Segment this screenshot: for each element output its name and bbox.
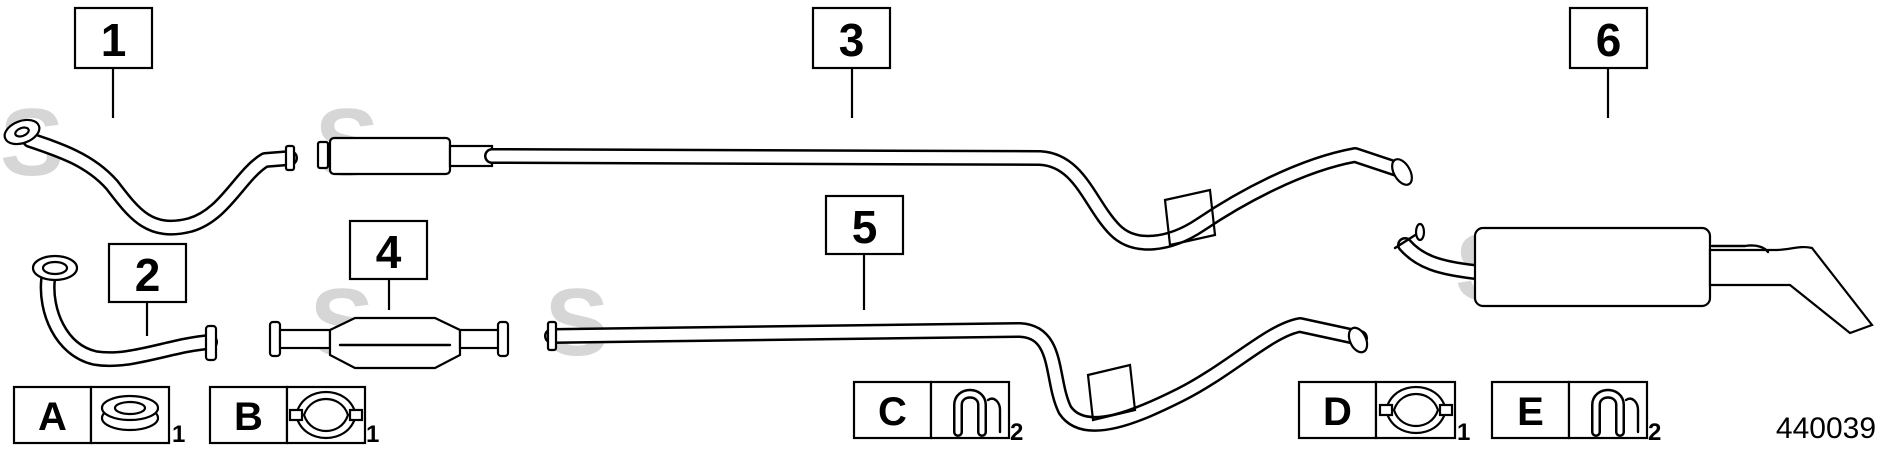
hardware-letter: E — [1517, 390, 1544, 434]
callout-part-4: 4 — [348, 219, 429, 310]
part-number-label: 3 — [839, 14, 865, 66]
part-number-label: 6 — [1596, 14, 1622, 66]
hardware-letter: A — [38, 395, 67, 439]
hardware-quantity: 2 — [1648, 419, 1661, 446]
hardware-item-a: A 1 — [12, 385, 185, 448]
hardware-quantity: 1 — [366, 421, 379, 448]
hardware-item-c: C 2 — [852, 380, 1023, 446]
part-1-front-pipe — [3, 118, 298, 236]
pipe-clamp-icon — [288, 390, 364, 440]
hardware-quantity: 1 — [1457, 419, 1470, 446]
hardware-letter: C — [878, 390, 907, 434]
callout-part-2: 2 — [107, 242, 188, 336]
u-bolt-icon — [1591, 388, 1640, 437]
part-number-label: 4 — [376, 226, 402, 278]
diagram-reference-number: 440039 — [1776, 412, 1876, 445]
gasket-ring-icon — [100, 394, 160, 432]
part-5-intermediate-pipe — [544, 317, 1369, 432]
u-bolt-icon — [953, 388, 1002, 437]
hardware-quantity: 2 — [1010, 419, 1023, 446]
hardware-letter: B — [234, 395, 263, 439]
callout-part-1: 1 — [73, 6, 154, 118]
hardware-quantity: 1 — [172, 421, 185, 448]
hardware-letter: D — [1323, 390, 1352, 434]
part-number-label: 2 — [135, 249, 161, 301]
part-4-catalytic-converter — [268, 316, 510, 370]
part-number-label: 1 — [101, 14, 127, 66]
hardware-item-e: E 2 — [1490, 380, 1661, 446]
callout-part-5: 5 — [824, 194, 905, 310]
part-6-rear-muffler — [1393, 222, 1874, 335]
part-number-label: 5 — [852, 201, 878, 253]
callout-part-3: 3 — [811, 6, 892, 118]
callout-part-6: 6 — [1568, 6, 1649, 118]
hardware-item-d: D 1 — [1297, 380, 1470, 446]
part-3-center-pipe — [316, 136, 1413, 251]
part-2-down-pipe — [31, 254, 218, 368]
hardware-item-b: B 1 — [208, 385, 379, 448]
pipe-clamp-icon — [1378, 385, 1454, 435]
